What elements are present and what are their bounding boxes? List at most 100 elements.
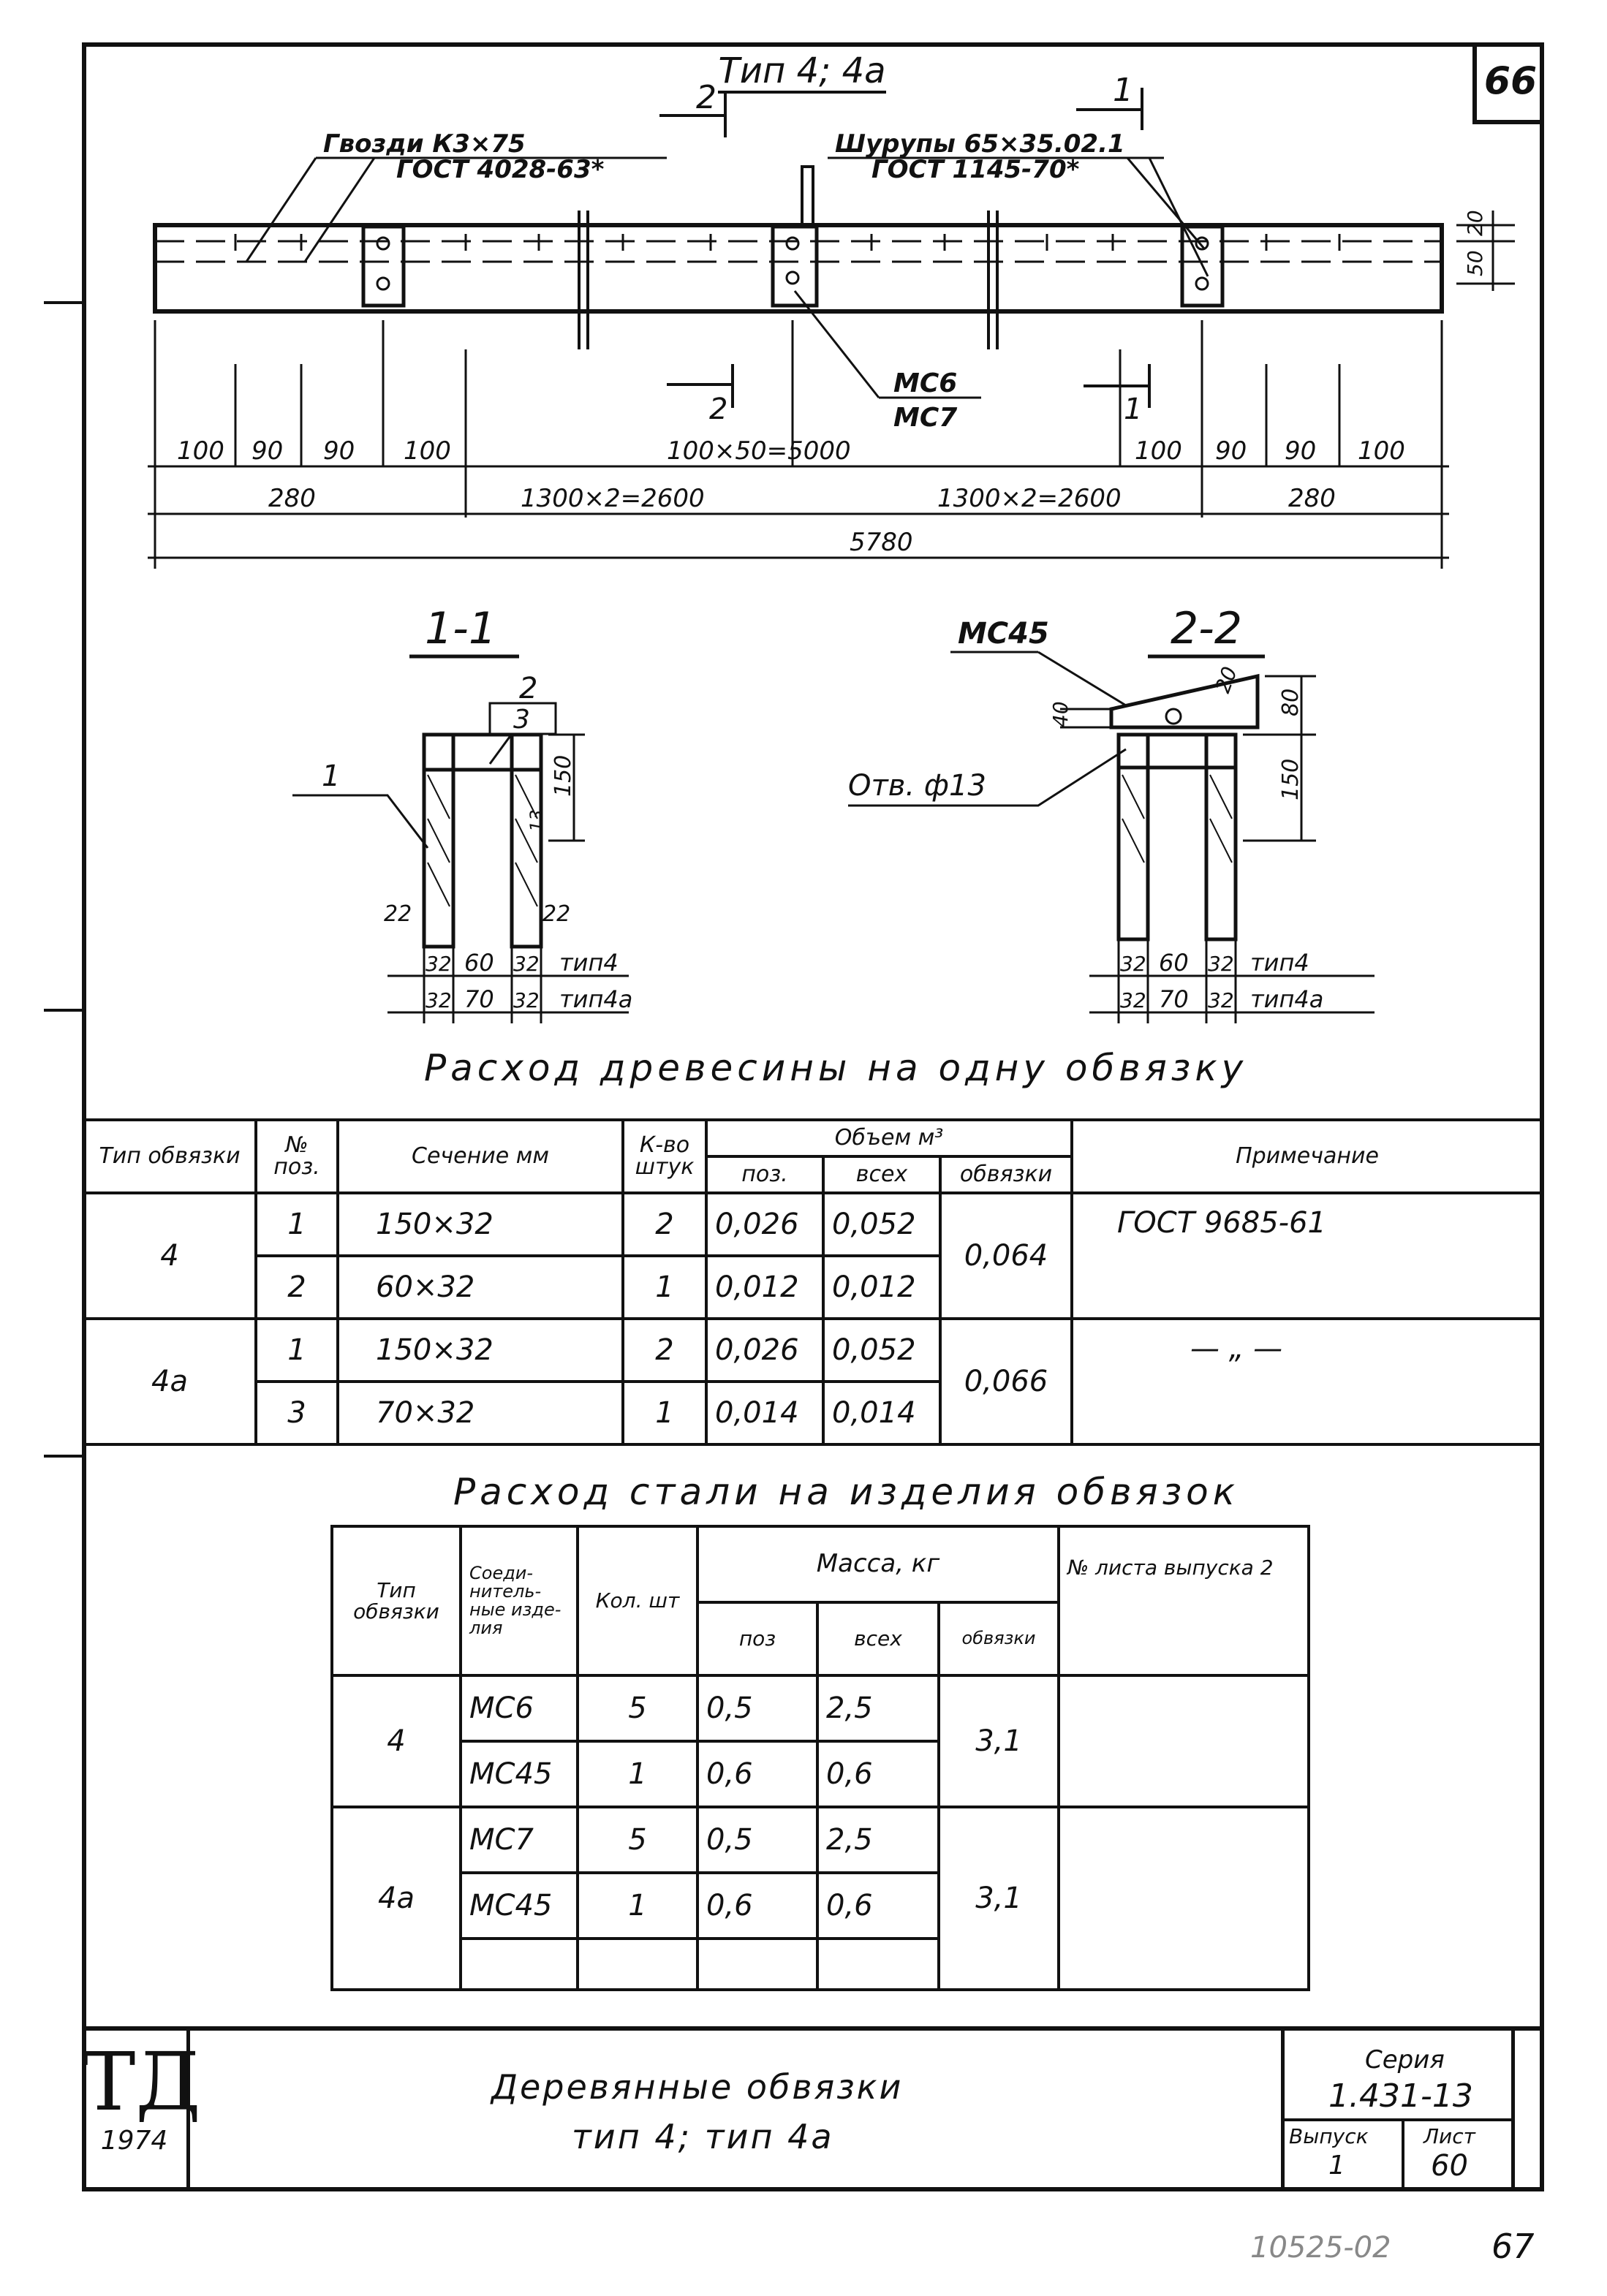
cell-note: — „ — — [1070, 1317, 1544, 1446]
cell-qty: 1 — [621, 1254, 708, 1320]
sheet-label: Лист — [1423, 2124, 1475, 2148]
dim-row1-6: 90 — [1215, 436, 1247, 466]
dim-row1-7: 90 — [1285, 436, 1316, 466]
dim-row2-2: 1300×2=2600 — [937, 484, 1122, 513]
hdr-type: Тип обвязки — [82, 1118, 257, 1194]
s-hdr-qty: Кол. шт — [576, 1525, 699, 1677]
logo-cell: ТД 1974 — [82, 2031, 201, 2191]
table-row: 3 70×32 1 0,014 0,014 — [83, 1380, 1543, 1446]
r4-b: 60 — [464, 949, 494, 977]
s-cell-type: 4 — [330, 1674, 462, 1808]
series-label: Серия — [1365, 2045, 1445, 2075]
s2-r4a-d: тип4а — [1250, 985, 1323, 1013]
issue-value: 1 — [1328, 2151, 1345, 2181]
s-cell-mall: 0,6 — [816, 1871, 940, 1940]
hdr-pos: № поз. — [254, 1118, 339, 1194]
nails-gost: ГОСТ 4028-63* — [396, 155, 605, 184]
section-mark-2-bottom: 2 — [709, 393, 727, 426]
cell-note: ГОСТ 9685-61 — [1070, 1191, 1544, 1320]
s-cell-qty: 5 — [576, 1674, 699, 1743]
s-cell-part: МС45 — [459, 1740, 579, 1808]
s-cell-empty — [816, 1937, 940, 1991]
section-mark-1-top: 1 — [1113, 72, 1133, 109]
s2-r4-c: 32 — [1208, 952, 1234, 976]
dim-20: 20 — [1463, 210, 1487, 236]
series-value: 1.431-13 — [1328, 2077, 1473, 2115]
dim-row2-3: 280 — [1288, 484, 1336, 513]
table-row: 2 60×32 1 0,012 0,012 — [83, 1254, 1543, 1320]
table-row: МС45 1 0,6 0,6 — [332, 1740, 1309, 1808]
section-2-2: 2-2 МС45 20 40 80 150 Отв. ф13 32 60 32 … — [848, 603, 1375, 1023]
dim-80: 80 — [1278, 689, 1304, 716]
table-row: 4а 1 150×32 2 0,026 0,052 0,066 — „ — — [82, 1317, 1544, 1446]
steel-table: Тип обвязки Соеди-нитель-ные изде-лия Ко… — [330, 1525, 1310, 1991]
s-cell-qty: 5 — [576, 1806, 699, 1874]
dim-50: 50 — [1463, 250, 1487, 276]
dim-row1-5: 100 — [1135, 436, 1182, 466]
table-row — [332, 1937, 1309, 1991]
drawing-name-2: тип 4; тип 4а — [572, 2117, 834, 2156]
dim-150: 150 — [551, 755, 576, 797]
section-mark-2-top: 2 — [696, 79, 716, 116]
s-cell-sheet — [1057, 1806, 1310, 1991]
binder-mark — [44, 1455, 82, 1458]
dim-13: 13 — [526, 809, 547, 832]
s-cell-qty: 1 — [576, 1871, 699, 1940]
cell-qty: 2 — [621, 1317, 708, 1383]
r4a-d: тип4а — [559, 985, 632, 1013]
s-cell-mpos: 0,5 — [696, 1806, 819, 1874]
binder-mark — [44, 301, 82, 304]
page-number: 67 — [1491, 2227, 1535, 2266]
cell-vpos: 0,012 — [705, 1254, 825, 1320]
s-cell-sheet — [1057, 1674, 1310, 1808]
section-1-1-title: 1-1 — [425, 603, 496, 654]
cell-section: 70×32 — [336, 1380, 624, 1446]
cell-qty: 2 — [621, 1191, 708, 1257]
cell-vpos: 0,026 — [705, 1191, 825, 1257]
s-hdr-mframe: обвязки — [937, 1601, 1060, 1677]
dim-row2-0: 280 — [268, 484, 316, 513]
cell-vall: 0,014 — [822, 1380, 942, 1446]
cell-type: 4 — [82, 1191, 257, 1320]
drawing-frame — [82, 42, 1544, 2191]
issue-label: Выпуск — [1289, 2124, 1369, 2148]
logo: ТД — [82, 2035, 201, 2129]
s2-r4a-c: 32 — [1208, 988, 1234, 1012]
s-hdr-sheet: № листа выпуска 2 — [1057, 1525, 1310, 1677]
part-ms6: МС6 — [893, 368, 957, 398]
hdr-qty: К-во штук — [621, 1118, 708, 1194]
binder-mark — [44, 1009, 82, 1012]
cell-section: 60×32 — [336, 1254, 624, 1320]
hdr-vol-frame: обвязки — [939, 1155, 1073, 1194]
s-hdr-part: Соеди-нитель-ные изде-лия — [459, 1525, 579, 1677]
dim-row2-1: 1300×2=2600 — [521, 484, 705, 513]
cell-pos: 3 — [254, 1380, 339, 1446]
s-cell-total: 3,1 — [937, 1806, 1060, 1991]
wood-table: Тип обвязки № поз. Сечение мм К-во штук … — [82, 1118, 1544, 1446]
type-title: Тип 4; 4а — [718, 50, 885, 91]
hdr-vol-all: всех — [822, 1155, 942, 1194]
hdr-volume: Объем м³ — [705, 1118, 1073, 1158]
s-cell-mall: 0,6 — [816, 1740, 940, 1808]
dim-row1-4: 100×50=5000 — [667, 436, 851, 466]
screws-gost: ГОСТ 1145-70* — [871, 155, 1080, 184]
r4-c: 32 — [513, 952, 540, 976]
pos-top-3: 3 — [513, 705, 530, 735]
series-cell: Серия 1.431-13 Выпуск 1 Лист 60 — [1281, 2031, 1515, 2191]
pos-side-1: 1 — [322, 759, 340, 793]
cell-pos: 2 — [254, 1254, 339, 1320]
r4a-b: 70 — [464, 985, 494, 1013]
cell-total: 0,064 — [939, 1191, 1073, 1320]
r4-d: тип4 — [559, 949, 619, 977]
s-cell-part: МС45 — [459, 1871, 579, 1940]
cell-vall: 0,052 — [822, 1317, 942, 1383]
title-block: ТД 1974 Деревянные обвязки тип 4; тип 4а… — [82, 2026, 1544, 2191]
dim-total: 5780 — [850, 528, 913, 557]
s-cell-qty: 1 — [576, 1740, 699, 1808]
s-cell-mpos: 0,6 — [696, 1871, 819, 1940]
dim-40: 40 — [1048, 701, 1073, 727]
steel-table-title: Расход стали на изделия обвязок — [453, 1471, 1239, 1513]
hdr-vol-pos: поз. — [705, 1155, 825, 1194]
dim-row1-3: 100 — [404, 436, 451, 466]
dim-row1-0: 100 — [177, 436, 224, 466]
